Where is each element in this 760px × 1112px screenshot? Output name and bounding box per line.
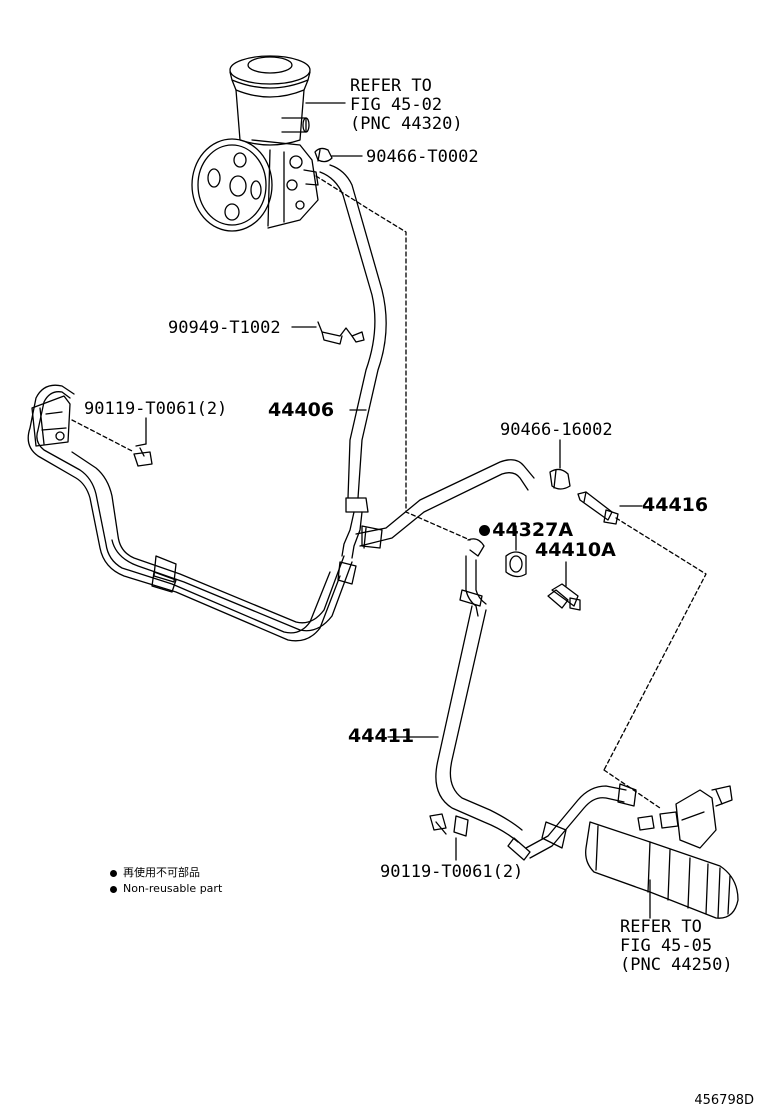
part-union-bolt-44410a[interactable]: 44410A <box>535 539 616 561</box>
gasket-illustration <box>505 551 527 578</box>
part-hose-44411[interactable]: 44411 <box>348 725 415 747</box>
clip-right-illustration <box>549 468 571 490</box>
gear-ref-line2: FIG 45-05 <box>620 936 713 956</box>
bolt-left-illustration <box>133 443 153 467</box>
dash-union-to-gear <box>603 517 707 771</box>
legend-jp-text: 再使用不可部品 <box>123 866 200 879</box>
power-steering-pump-illustration <box>191 55 319 232</box>
gear-ref-line3: (PNC 44250) <box>620 955 733 975</box>
legend-en-text: Non-reusable part <box>123 882 223 895</box>
dash-pump-to-hose <box>315 175 471 541</box>
dash-gear <box>603 769 661 809</box>
pressure-hose-illustration <box>319 164 387 559</box>
clamp-illustration <box>317 321 365 345</box>
pump-ref-line2: FIG 45-02 <box>350 95 443 115</box>
pipe-to-gear-illustration <box>355 459 535 549</box>
clip-top-illustration <box>314 147 333 163</box>
legend-en: Non-reusable part <box>110 882 222 895</box>
bolt-bottom-illustration <box>429 813 469 837</box>
bolt-left-dashline <box>71 419 135 453</box>
non-reusable-dot-icon <box>479 525 491 536</box>
union-bolt-44416-illustration <box>577 491 619 525</box>
legend-dot-icon <box>110 885 117 893</box>
part-clamp[interactable]: 90949-T1002 <box>168 318 281 338</box>
pump-ref-line1: REFER TO <box>350 76 432 96</box>
part-gasket-number: 44327A <box>492 519 574 541</box>
pump-ref-line3: (PNC 44320) <box>350 114 463 134</box>
part-clip-top[interactable]: 90466-T0002 <box>366 147 479 167</box>
legend-jp: 再使用不可部品 <box>110 864 200 880</box>
part-union-bolt-44416[interactable]: 44416 <box>642 494 709 516</box>
part-hose-44406[interactable]: 44406 <box>268 399 335 421</box>
union-bolt-44410-illustration <box>547 583 581 611</box>
part-bolt-left[interactable]: 90119-T0061(2) <box>84 399 228 419</box>
part-bolt-bottom[interactable]: 90119-T0061(2) <box>380 862 524 882</box>
cooler-tube-illustration <box>27 384 357 642</box>
gear-ref-line1: REFER TO <box>620 917 702 937</box>
legend-dot-icon <box>110 869 117 877</box>
steering-gear-illustration <box>585 785 739 919</box>
return-hose-illustration <box>435 538 637 861</box>
part-clip-right[interactable]: 90466-16002 <box>500 420 613 440</box>
figure-code: 456798D <box>694 1093 754 1108</box>
part-gasket-44327a[interactable]: 44327A <box>466 500 573 540</box>
